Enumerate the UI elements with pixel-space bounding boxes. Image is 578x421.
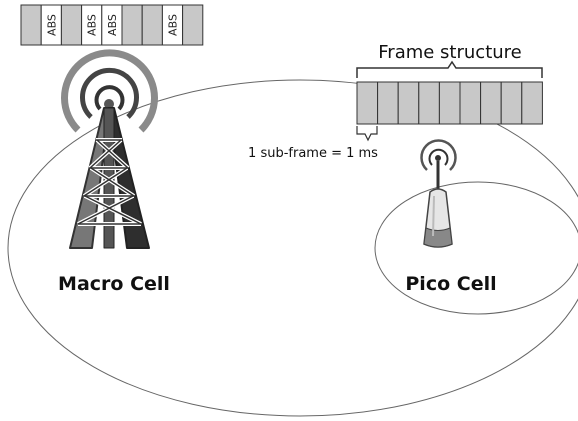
pico-cell-label: Pico Cell xyxy=(405,273,496,295)
subframe xyxy=(182,4,204,46)
pico-cell-coverage xyxy=(374,181,578,315)
subframe xyxy=(20,4,42,46)
subframe xyxy=(121,4,143,46)
frame-subframe xyxy=(459,81,482,125)
macro-signal-arc-core xyxy=(94,85,125,111)
frame-structure-brace xyxy=(356,60,543,78)
frame-subframe xyxy=(377,81,399,125)
subframe-brace xyxy=(356,126,378,142)
frame-subframe xyxy=(438,81,461,125)
frame-subframe xyxy=(418,81,440,125)
macro-signal-arc-inner xyxy=(80,67,139,119)
frame-subframe xyxy=(521,81,543,125)
macro-tower-icon xyxy=(61,49,158,249)
macro-cell-label: Macro Cell xyxy=(58,273,170,295)
subframe-caption: 1 sub-frame = 1 ms xyxy=(248,146,378,161)
macro-tower-lattice xyxy=(69,107,150,249)
macro-cell-coverage xyxy=(7,79,578,417)
frame-structure-title: Frame structure xyxy=(378,42,522,63)
frame-subframe xyxy=(356,81,379,125)
macro-antenna-tip xyxy=(104,99,114,109)
subframe xyxy=(60,4,83,46)
abs-subframe-label: ABS xyxy=(106,14,119,36)
pico-signal-arc-outer xyxy=(420,139,457,171)
macro-signal-arc-outer xyxy=(61,49,158,133)
abs-subframe-label: ABS xyxy=(86,14,99,36)
frame-subframe xyxy=(480,81,502,125)
frame-subframes xyxy=(356,81,543,125)
pico-station-icon xyxy=(420,139,457,248)
abs-subframe-label: ABS xyxy=(167,14,180,36)
abs-subframe-label: ABS xyxy=(45,14,58,36)
pico-signal-arc-inner xyxy=(428,148,449,166)
frame-structure: Frame structure 1 sub-frame = 1 ms xyxy=(248,42,543,161)
frame-subframe xyxy=(397,81,420,125)
subframe xyxy=(141,4,163,46)
abs-subframe-strip: ABS ABS ABS ABS xyxy=(20,4,204,46)
pico-antenna-tip xyxy=(435,155,441,161)
frame-subframe xyxy=(500,81,523,125)
